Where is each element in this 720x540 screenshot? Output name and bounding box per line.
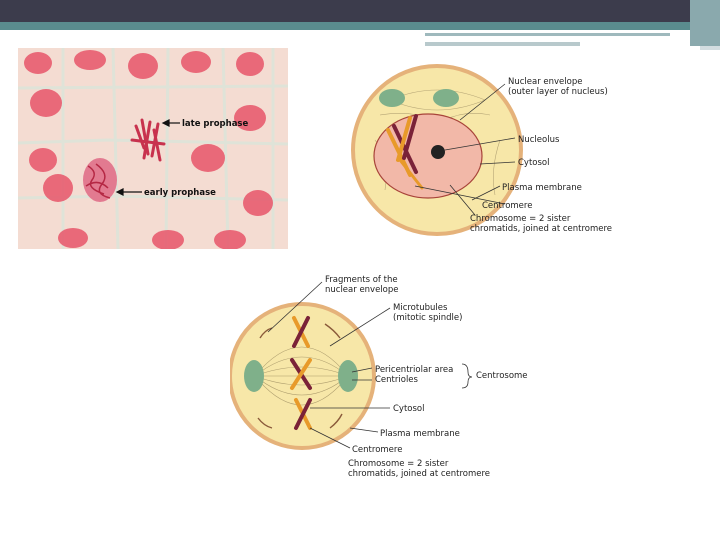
decorative-block: [690, 0, 720, 46]
label-nuclear-envelope-note: (outer layer of nucleus): [508, 87, 608, 97]
label-nucleolus: Nucleolus: [518, 135, 560, 145]
decorative-line: [425, 42, 580, 46]
prophase-cell-diagram: Nuclear envelope (outer layer of nucleus…: [351, 64, 612, 236]
label-fragments: Fragments of the: [325, 275, 398, 285]
label-fragments-note: nuclear envelope: [325, 285, 399, 295]
label-centrosome: Centrosome: [476, 371, 528, 381]
label-chromosome-note: chromatids, joined at centromere: [348, 469, 490, 479]
label-plasma-membrane: Plasma membrane: [502, 183, 582, 193]
centrosome-right: [433, 89, 459, 107]
label-centrioles: Centrioles: [375, 375, 419, 385]
label-cytosol: Cytosol: [518, 158, 550, 168]
label-microtubules: Microtubules: [393, 303, 448, 313]
centrosome-brace: [461, 363, 473, 389]
nucleolus: [431, 145, 445, 159]
decorative-line: [425, 33, 670, 36]
label-mitotic-spindle: (mitotic spindle): [393, 313, 462, 323]
metaphase-cell-diagram: Fragments of the nuclear envelope Microt…: [230, 275, 528, 479]
label-centromere: Centromere: [352, 445, 402, 455]
label-nuclear-envelope: Nuclear envelope: [508, 77, 582, 87]
late-prophase-label: late prophase: [182, 119, 248, 129]
centrosome-left: [244, 360, 264, 392]
centrosome-right: [338, 360, 358, 392]
label-cytosol: Cytosol: [393, 404, 425, 414]
slide-header-bar: [0, 0, 720, 22]
label-pericentriolar: Pericentriolar area: [375, 365, 453, 375]
micrograph-image: late prophase early prophase: [18, 48, 288, 249]
early-prophase-label: early prophase: [144, 188, 216, 198]
label-chromosome-note: chromatids, joined at centromere: [470, 224, 612, 234]
label-plasma-membrane: Plasma membrane: [380, 429, 460, 439]
nucleus: [373, 113, 483, 199]
label-chromosome: Chromosome = 2 sister: [470, 214, 571, 224]
label-chromosome: Chromosome = 2 sister: [348, 459, 449, 469]
centrosome-left: [379, 89, 405, 107]
label-centromere: Centromere: [482, 201, 532, 211]
slide-accent-bar: [0, 22, 720, 30]
